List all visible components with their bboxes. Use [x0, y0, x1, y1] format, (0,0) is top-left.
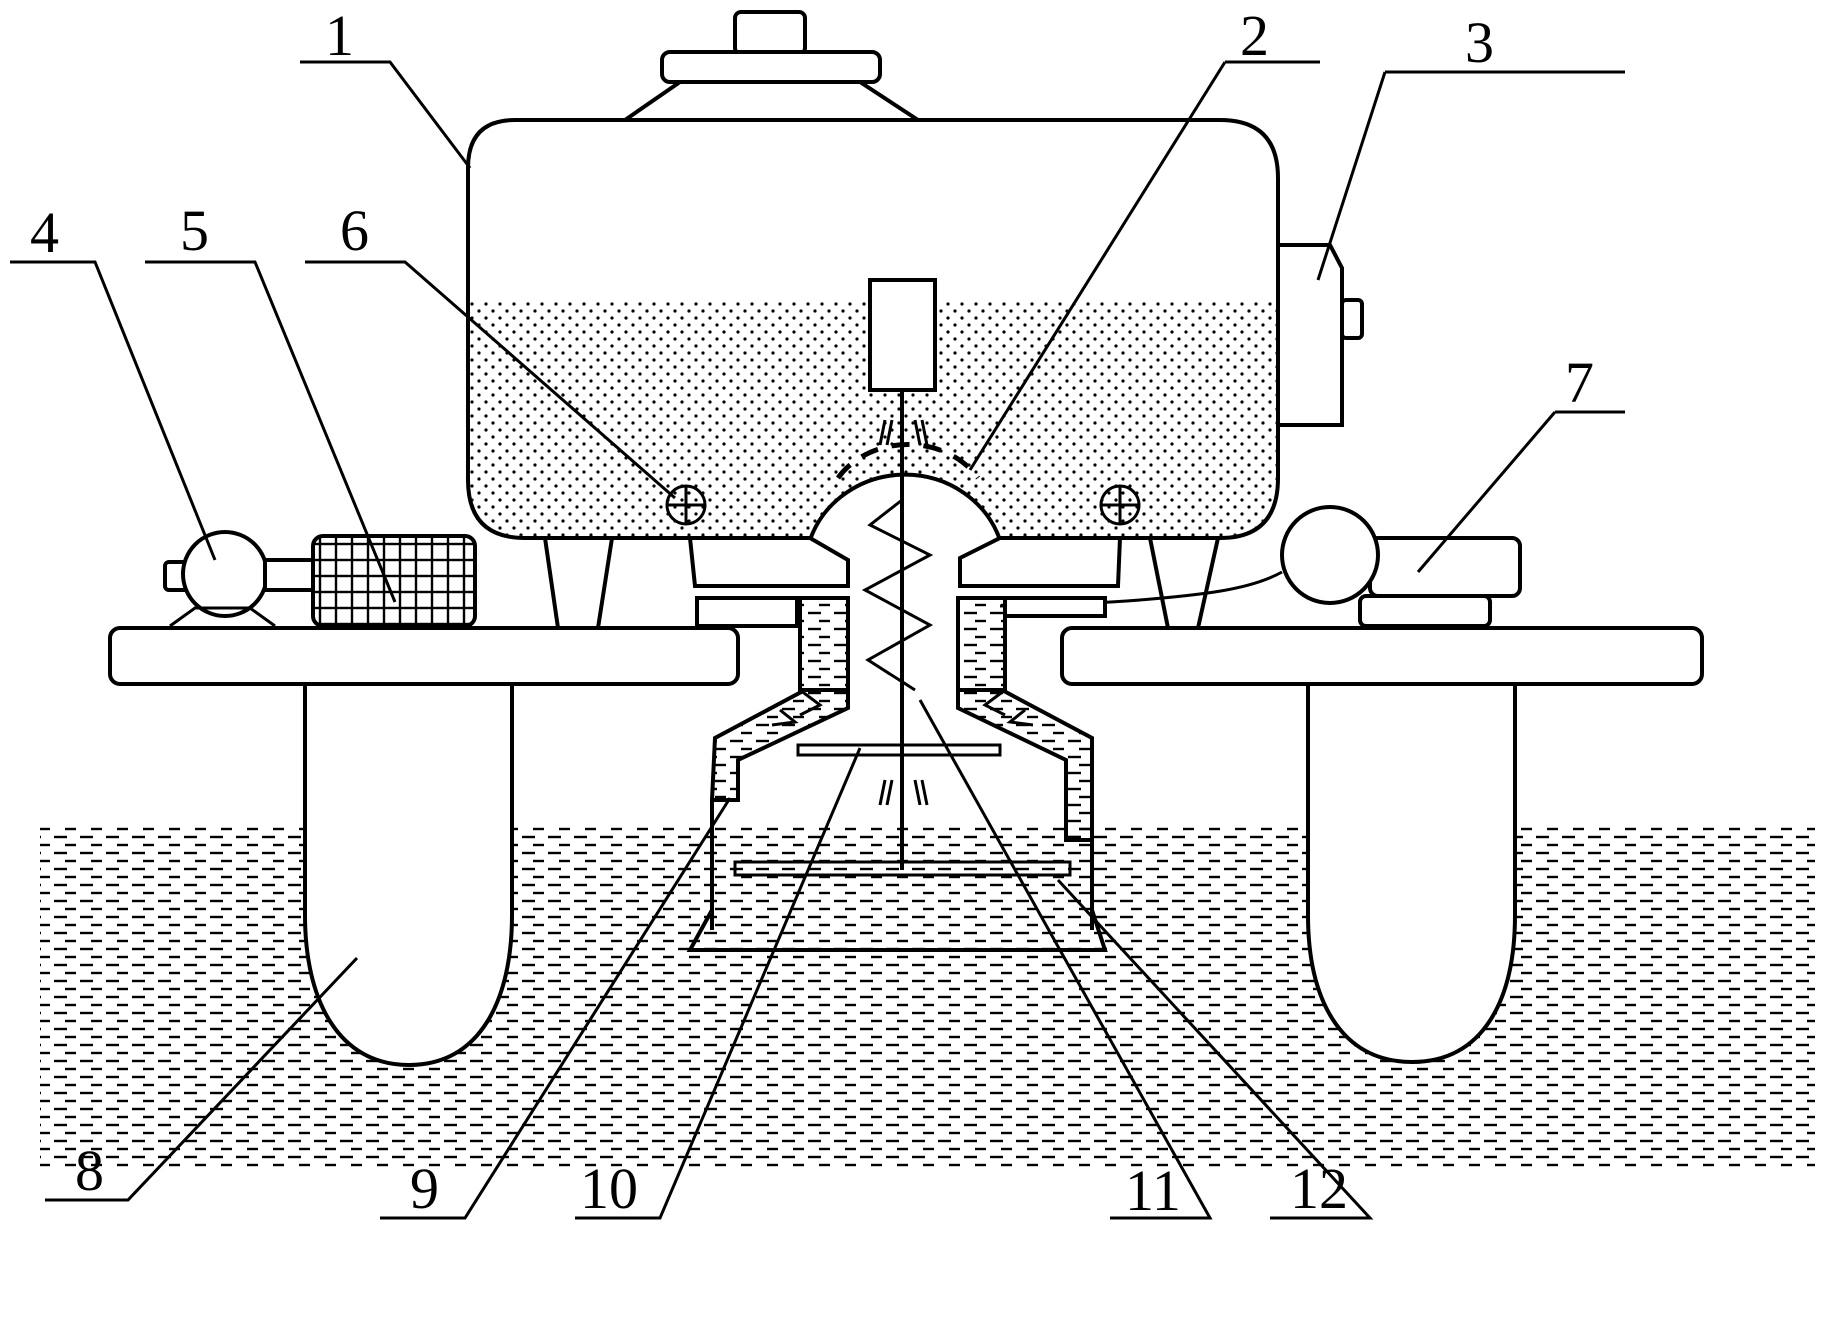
valve-right-icon	[1099, 484, 1141, 526]
deck-right	[1060, 626, 1704, 686]
deck-left	[108, 626, 740, 686]
valve-left-icon	[665, 484, 707, 526]
dashed-arc	[835, 442, 981, 480]
float-left	[303, 680, 514, 1068]
label-5: 5	[180, 198, 209, 263]
label-11: 11	[1125, 1158, 1181, 1223]
labels: 1 2 3 4 5 6 7 8 9 10 11 12	[30, 3, 1594, 1223]
label-3: 3	[1465, 10, 1494, 75]
label-7: 7	[1565, 350, 1594, 415]
lower-stirrer	[733, 860, 1072, 877]
stirring-shaft	[861, 390, 934, 870]
leader-lines	[10, 60, 1625, 1220]
label-10: 10	[580, 1156, 638, 1221]
tank-foot-right	[1147, 536, 1221, 630]
float-right	[1306, 680, 1517, 1065]
label-2: 2	[1240, 3, 1269, 68]
pump-7	[999, 505, 1522, 628]
tank-foot-left	[542, 536, 615, 630]
label-4: 4	[30, 200, 59, 265]
upper-stirrer	[796, 743, 1002, 757]
label-8: 8	[75, 1138, 104, 1203]
label-9: 9	[410, 1156, 439, 1221]
label-1: 1	[325, 3, 354, 68]
label-12: 12	[1290, 1156, 1348, 1221]
grid-unit-5	[311, 534, 477, 628]
control-box-3	[1276, 243, 1364, 427]
tank-cap	[623, 10, 920, 122]
pump-4	[163, 530, 315, 628]
motor-box	[868, 278, 937, 392]
central-hopper	[686, 472, 1123, 952]
label-6: 6	[340, 198, 369, 263]
